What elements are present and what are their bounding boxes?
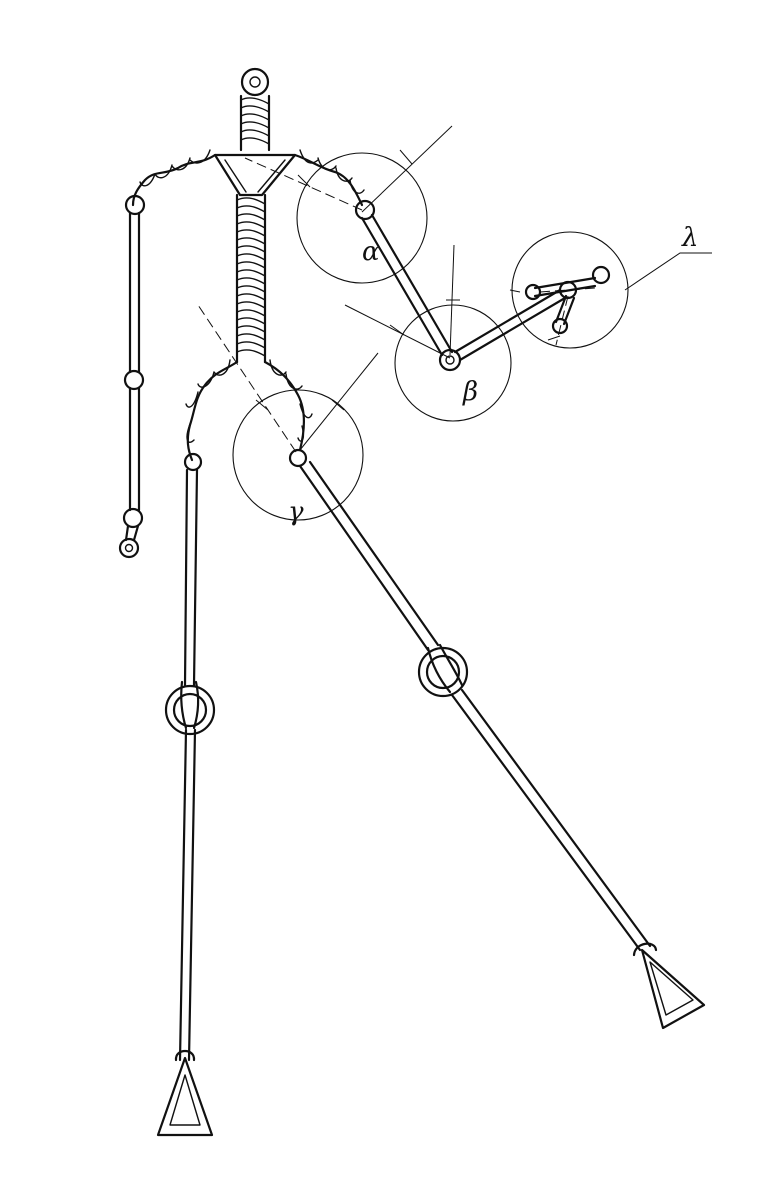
label-gamma: γ (288, 497, 304, 527)
left-leg (156, 452, 216, 1137)
right-leg (288, 448, 706, 1030)
right-upper-arm (354, 199, 462, 372)
head-loop (240, 67, 270, 97)
joint-circle-alpha (296, 152, 428, 284)
torso-coil (235, 193, 267, 364)
hip-twist-right (263, 359, 313, 452)
label-beta: β (462, 377, 478, 407)
label-alpha: α (362, 237, 380, 267)
right-shoulder-twist (293, 149, 365, 207)
construction-lines (197, 125, 712, 453)
neck-twist (239, 94, 271, 152)
joint-circle-gamma (232, 389, 364, 521)
left-arm (118, 194, 146, 559)
joint-circle-beta (394, 304, 512, 422)
hip-twist-left (185, 359, 239, 462)
right-forearm (453, 265, 611, 362)
label-lambda: λ (681, 223, 698, 253)
left-shoulder-twist (131, 149, 217, 207)
shoulder-frame (213, 153, 297, 197)
